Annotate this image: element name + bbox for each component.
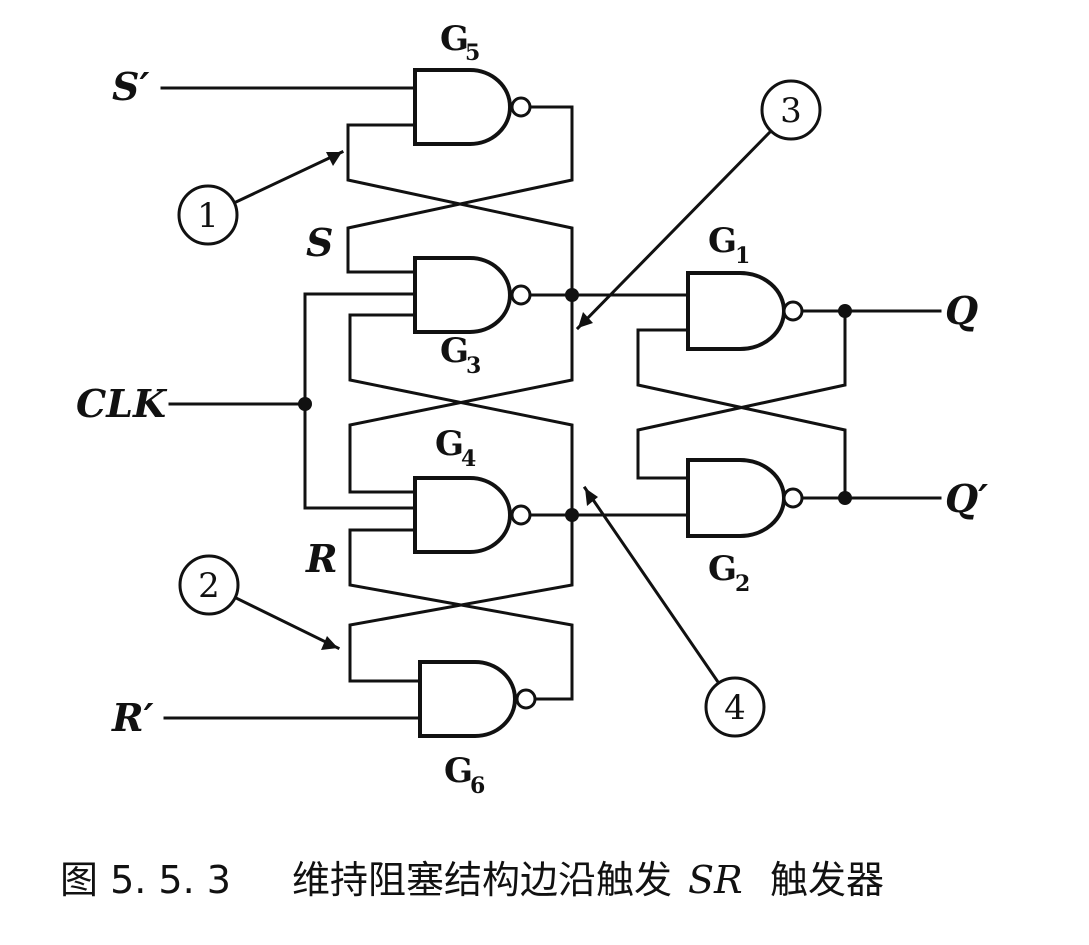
- junction-dot: [565, 508, 579, 522]
- wires: [160, 86, 942, 720]
- r-prime-label: R′: [111, 695, 154, 740]
- label-g6: G 6: [444, 751, 485, 799]
- svg-text:2: 2: [735, 571, 750, 597]
- gate-g1: [686, 271, 804, 351]
- junction-dot: [565, 288, 579, 302]
- junction-dot: [838, 491, 852, 505]
- figure-caption: 图 5. 5. 3 维持阻塞结构边沿触发 SR 触发器: [60, 858, 884, 902]
- label-g5: G 5: [440, 19, 480, 66]
- q-label: Q: [945, 288, 978, 333]
- label-g1: G 1: [708, 221, 750, 269]
- svg-text:3: 3: [780, 91, 802, 131]
- gate-g6: [418, 660, 537, 738]
- svg-text:G: G: [440, 331, 469, 371]
- s-label: S: [306, 220, 333, 265]
- marker-1: 1: [177, 150, 344, 246]
- marker-2: 2: [178, 554, 341, 651]
- marker-4: 4: [582, 485, 766, 738]
- gate-g3: [413, 256, 532, 334]
- junction-dot: [298, 397, 312, 411]
- gate-g2: [686, 458, 804, 538]
- q-prime-label: Q′: [945, 476, 988, 521]
- r-label: R: [305, 536, 338, 581]
- label-g2: G 2: [708, 549, 750, 597]
- label-g3: G 3: [440, 331, 481, 379]
- label-g4: G 4: [435, 424, 476, 472]
- caption-title-italic: SR: [688, 858, 743, 902]
- svg-text:6: 6: [470, 773, 485, 799]
- svg-text:G: G: [708, 549, 737, 589]
- junction-dot: [838, 304, 852, 318]
- svg-text:1: 1: [197, 196, 219, 236]
- gate-g4: [413, 476, 532, 554]
- caption-title-part1: 维持阻塞结构边沿触发: [292, 858, 672, 902]
- svg-text:4: 4: [461, 446, 476, 472]
- svg-text:5: 5: [465, 40, 480, 66]
- svg-text:1: 1: [735, 243, 750, 269]
- figure-number: 图 5. 5. 3: [60, 858, 231, 902]
- marker-3: 3: [575, 79, 822, 331]
- clk-label: CLK: [76, 381, 168, 426]
- svg-text:G: G: [708, 221, 737, 261]
- svg-text:G: G: [440, 19, 469, 59]
- s-prime-label: S′: [112, 64, 149, 109]
- svg-text:G: G: [444, 751, 473, 791]
- caption-title-part2: 触发器: [770, 858, 884, 902]
- svg-text:4: 4: [724, 688, 746, 728]
- svg-text:2: 2: [198, 566, 220, 606]
- svg-text:3: 3: [466, 353, 481, 379]
- gate-g5: [413, 68, 532, 146]
- svg-text:G: G: [435, 424, 464, 464]
